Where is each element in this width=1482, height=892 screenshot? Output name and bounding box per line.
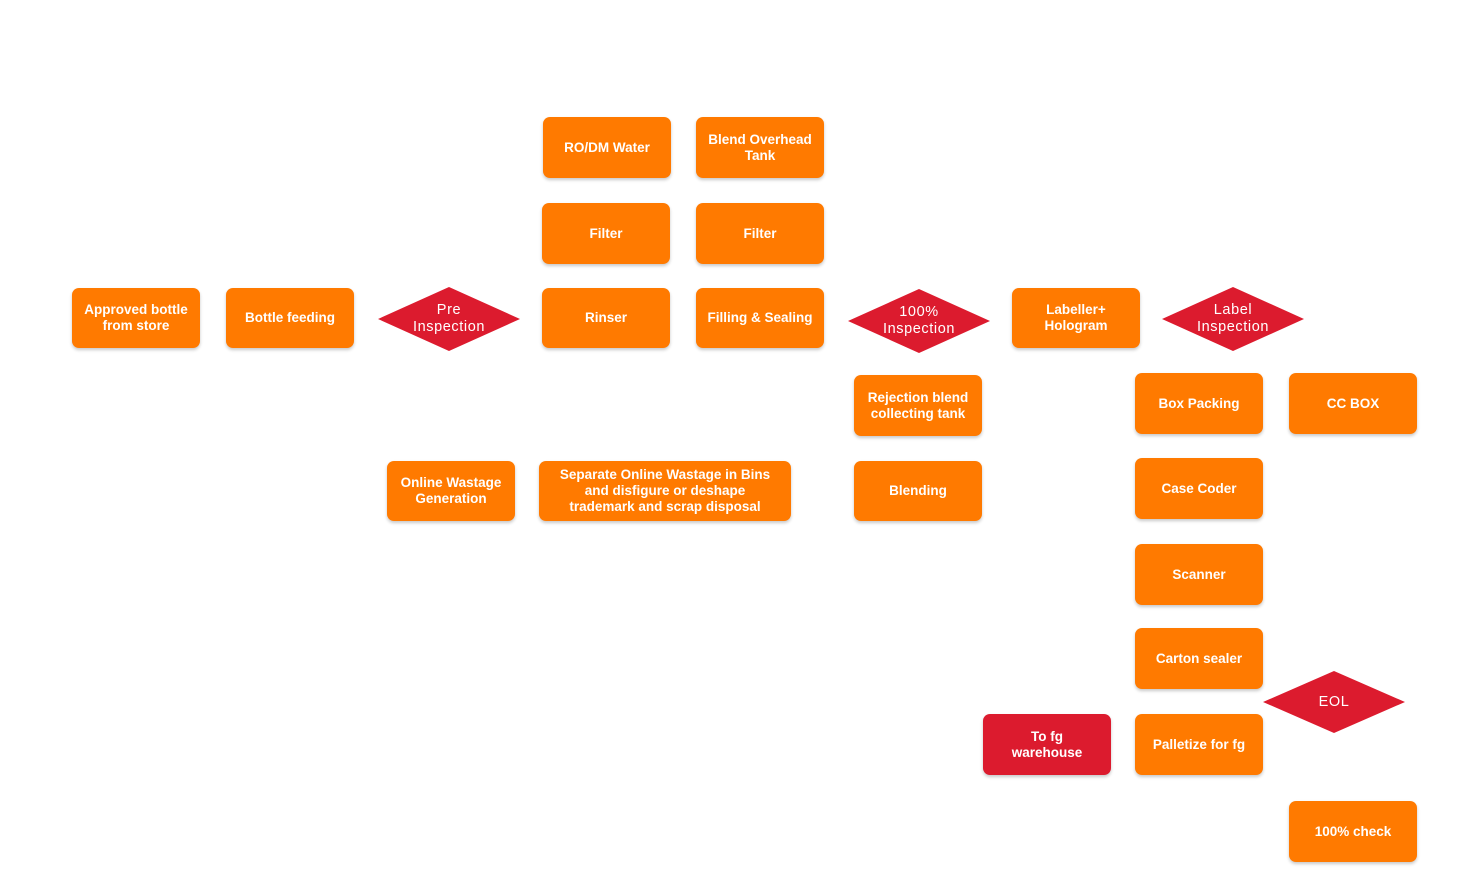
decision-100-inspection: 100% Inspection	[848, 289, 990, 353]
node-palletize: Palletize for fg	[1135, 714, 1263, 775]
decision-100-inspection-label: 100% Inspection	[882, 304, 956, 337]
node-filling-sealing: Filling & Sealing	[696, 288, 824, 348]
node-to-fg-warehouse-label: To fg warehouse	[1011, 728, 1083, 760]
node-scanner-label: Scanner	[1172, 566, 1226, 582]
node-box-packing-label: Box Packing	[1158, 395, 1240, 411]
node-online-wastage: Online Wastage Generation	[387, 461, 515, 521]
node-100-check: 100% check	[1289, 801, 1417, 862]
node-carton-sealer-label: Carton sealer	[1155, 650, 1243, 666]
node-carton-sealer: Carton sealer	[1135, 628, 1263, 689]
node-rejection-blend: Rejection blend collecting tank	[854, 375, 982, 436]
node-filter-2: Filter	[696, 203, 824, 264]
node-blending: Blending	[854, 461, 982, 521]
decision-label-inspection: Label Inspection	[1162, 287, 1304, 351]
node-100-check-label: 100% check	[1314, 823, 1392, 839]
decision-pre-inspection: Pre Inspection	[378, 287, 520, 351]
node-separate-wastage: Separate Online Wastage in Bins and disf…	[539, 461, 791, 521]
node-case-coder: Case Coder	[1135, 458, 1263, 519]
node-filling-sealing-label: Filling & Sealing	[707, 310, 813, 325]
decision-eol-label: EOL	[1318, 693, 1350, 710]
node-cc-box: CC BOX	[1289, 373, 1417, 434]
node-rejection-blend-label: Rejection blend collecting tank	[867, 389, 969, 421]
node-scanner: Scanner	[1135, 544, 1263, 605]
node-ro-dm-water: RO/DM Water	[543, 117, 671, 178]
node-bottle-feeding-label: Bottle feeding	[245, 310, 335, 325]
node-cc-box-label: CC BOX	[1326, 395, 1380, 411]
node-approved-bottle: Approved bottle from store	[72, 288, 200, 348]
inspection-100-diamond-shape	[848, 289, 990, 353]
node-to-fg-warehouse: To fg warehouse	[983, 714, 1111, 775]
node-case-coder-label: Case Coder	[1161, 480, 1237, 496]
decision-eol: EOL	[1263, 671, 1405, 733]
node-filter-2-label: Filter	[743, 225, 777, 241]
pre-inspection-diamond-shape	[378, 287, 520, 351]
eol-diamond-shape	[1263, 671, 1405, 733]
decision-pre-inspection-label: Pre Inspection	[412, 302, 486, 335]
node-blend-overhead-tank-label: Blend Overhead Tank	[708, 131, 812, 163]
node-rinser-label: Rinser	[584, 310, 628, 325]
node-box-packing: Box Packing	[1135, 373, 1263, 434]
node-filter-1: Filter	[542, 203, 670, 264]
node-bottle-feeding: Bottle feeding	[226, 288, 354, 348]
node-blend-overhead-tank: Blend Overhead Tank	[696, 117, 824, 178]
decision-label-inspection-label: Label Inspection	[1196, 302, 1270, 335]
node-approved-bottle-label: Approved bottle from store	[84, 302, 188, 333]
node-ro-dm-water-label: RO/DM Water	[564, 139, 650, 155]
node-filter-1-label: Filter	[589, 225, 623, 241]
node-separate-wastage-label: Separate Online Wastage in Bins and disf…	[559, 467, 771, 514]
node-labeller-hologram-label: Labeller+ Hologram	[1044, 302, 1108, 333]
node-blending-label: Blending	[889, 483, 947, 498]
node-labeller-hologram: Labeller+ Hologram	[1012, 288, 1140, 348]
node-palletize-label: Palletize for fg	[1152, 736, 1246, 752]
label-inspection-diamond-shape	[1162, 287, 1304, 351]
node-rinser: Rinser	[542, 288, 670, 348]
node-online-wastage-label: Online Wastage Generation	[400, 475, 502, 506]
